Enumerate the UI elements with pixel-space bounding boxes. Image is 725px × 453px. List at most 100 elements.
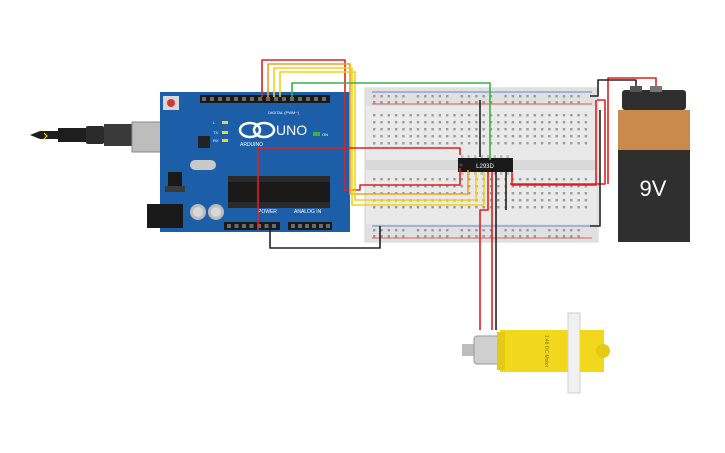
breadboard-hole[interactable] [497, 114, 500, 117]
breadboard-hole[interactable] [519, 206, 522, 209]
breadboard-hole[interactable] [431, 178, 434, 181]
breadboard-hole[interactable] [577, 206, 580, 209]
breadboard-hole[interactable] [533, 235, 536, 238]
breadboard-hole[interactable] [489, 142, 493, 145]
breadboard-hole[interactable] [570, 192, 573, 195]
breadboard-hole[interactable] [577, 235, 580, 238]
breadboard-hole[interactable] [540, 114, 544, 117]
breadboard-hole[interactable] [402, 135, 405, 138]
breadboard-hole[interactable] [504, 95, 507, 98]
breadboard-hole[interactable] [555, 235, 558, 238]
breadboard-hole[interactable] [424, 235, 427, 238]
breadboard-hole[interactable] [394, 128, 398, 131]
breadboard-hole[interactable] [548, 128, 551, 131]
digital-pin-hole[interactable] [306, 97, 310, 101]
breadboard-hole[interactable] [519, 178, 522, 181]
breadboard-hole[interactable] [570, 178, 573, 181]
breadboard-hole[interactable] [416, 95, 420, 98]
power-pin-hole[interactable] [272, 224, 276, 228]
wire-green-pin5[interactable] [291, 82, 491, 160]
breadboard-hole[interactable] [577, 199, 580, 202]
breadboard-hole[interactable] [577, 95, 580, 98]
breadboard-hole[interactable] [519, 185, 522, 188]
breadboard-hole[interactable] [497, 121, 500, 124]
digital-pin-hole[interactable] [210, 97, 214, 101]
breadboard-hole[interactable] [577, 192, 580, 195]
breadboard-hole[interactable] [482, 135, 485, 138]
wire-red-battery[interactable] [607, 77, 657, 184]
breadboard-hole[interactable] [453, 178, 456, 181]
breadboard-hole[interactable] [570, 95, 573, 98]
breadboard-hole[interactable] [555, 206, 558, 209]
breadboard-hole[interactable] [438, 185, 442, 188]
breadboard-hole[interactable] [570, 114, 573, 117]
breadboard-hole[interactable] [519, 229, 522, 232]
breadboard-hole[interactable] [446, 235, 449, 238]
breadboard-hole[interactable] [584, 128, 588, 131]
breadboard-hole[interactable] [431, 95, 434, 98]
digital-pin-hole[interactable] [322, 97, 326, 101]
breadboard-hole[interactable] [548, 185, 551, 188]
breadboard-hole[interactable] [511, 128, 515, 131]
breadboard-hole[interactable] [387, 178, 390, 181]
breadboard-hole[interactable] [548, 206, 551, 209]
breadboard-hole[interactable] [380, 206, 383, 209]
breadboard-hole[interactable] [511, 199, 515, 202]
breadboard-hole[interactable] [526, 128, 529, 131]
breadboard-hole[interactable] [562, 121, 566, 124]
breadboard-hole[interactable] [394, 185, 398, 188]
breadboard-hole[interactable] [446, 142, 449, 145]
breadboard-hole[interactable] [416, 101, 420, 104]
breadboard-hole[interactable] [394, 95, 398, 98]
breadboard-hole[interactable] [548, 229, 551, 232]
breadboard-hole[interactable] [460, 95, 463, 98]
breadboard-hole[interactable] [394, 229, 398, 232]
breadboard-hole[interactable] [402, 128, 405, 131]
breadboard-hole[interactable] [497, 206, 500, 209]
breadboard-hole[interactable] [475, 121, 478, 124]
breadboard-hole[interactable] [555, 101, 558, 104]
breadboard-hole[interactable] [562, 135, 566, 138]
breadboard-hole[interactable] [387, 114, 390, 117]
breadboard-hole[interactable] [416, 185, 420, 188]
breadboard-hole[interactable] [438, 178, 442, 181]
breadboard-hole[interactable] [373, 229, 376, 232]
breadboard-hole[interactable] [438, 142, 442, 145]
breadboard-hole[interactable] [519, 114, 522, 117]
breadboard-hole[interactable] [387, 229, 390, 232]
breadboard-hole[interactable] [562, 142, 566, 145]
breadboard-hole[interactable] [431, 206, 434, 209]
wire-red-5v[interactable] [257, 147, 461, 230]
breadboard-hole[interactable] [533, 121, 536, 124]
breadboard-hole[interactable] [540, 128, 544, 131]
breadboard-hole[interactable] [577, 229, 580, 232]
breadboard-hole[interactable] [409, 114, 412, 117]
breadboard-hole[interactable] [511, 135, 515, 138]
breadboard-hole[interactable] [511, 101, 515, 104]
breadboard-hole[interactable] [438, 114, 442, 117]
breadboard-hole[interactable] [519, 121, 522, 124]
breadboard-hole[interactable] [373, 114, 376, 117]
breadboard-hole[interactable] [570, 206, 573, 209]
analog-pin-hole[interactable] [298, 224, 302, 228]
breadboard-hole[interactable] [460, 235, 463, 238]
breadboard-hole[interactable] [577, 135, 580, 138]
breadboard-hole[interactable] [475, 128, 478, 131]
breadboard-hole[interactable] [511, 178, 515, 181]
breadboard-hole[interactable] [489, 206, 493, 209]
breadboard-hole[interactable] [555, 95, 558, 98]
breadboard-hole[interactable] [562, 114, 566, 117]
breadboard-hole[interactable] [577, 178, 580, 181]
breadboard-hole[interactable] [511, 206, 515, 209]
breadboard-hole[interactable] [380, 142, 383, 145]
breadboard-hole[interactable] [373, 95, 376, 98]
breadboard-hole[interactable] [570, 185, 573, 188]
breadboard-hole[interactable] [446, 121, 449, 124]
breadboard-hole[interactable] [446, 114, 449, 117]
breadboard-hole[interactable] [548, 101, 551, 104]
wire-yellow-pin6[interactable] [279, 71, 477, 201]
breadboard-hole[interactable] [460, 142, 463, 145]
power-pin-hole[interactable] [249, 224, 254, 228]
breadboard-hole[interactable] [387, 235, 390, 238]
breadboard-hole[interactable] [540, 199, 544, 202]
